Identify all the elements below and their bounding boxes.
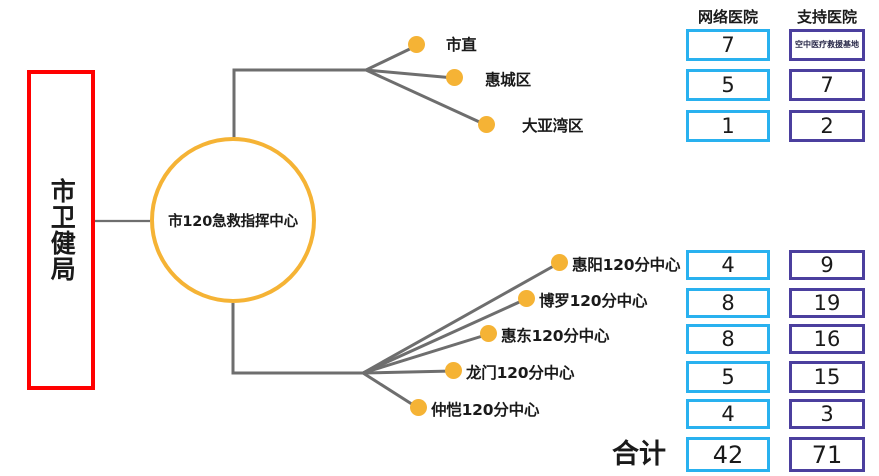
leaf-label-top-2: 大亚湾区 [522,117,584,135]
leaf-dot-bottom-4 [410,399,427,416]
network-cell-0: 7 [686,29,770,61]
support-cell-4: 19 [789,288,865,318]
support-cell-total: 71 [789,437,865,472]
leaf-dot-bottom-0 [551,254,568,271]
leaf-dot-top-0 [408,36,425,53]
leaf-label-bottom-1: 博罗120分中心 [539,292,648,310]
leaf-label-bottom-3: 龙门120分中心 [466,364,575,382]
network-cell-total: 42 [686,437,770,472]
leaf-label-bottom-2: 惠东120分中心 [501,327,610,345]
support-note-line-2: 救援基地 [827,40,859,49]
authority-box: 市卫健局 [27,70,95,390]
support-cell-1: 7 [789,69,865,101]
connector-bottom-branch-2 [362,332,490,375]
network-cell-7: 4 [686,399,770,429]
connector-bottom-branch-0 [362,261,560,375]
authority-label: 市卫健局 [47,178,77,282]
connector-top-branch-1 [365,68,455,80]
connector-bottom-trunk [231,303,363,375]
network-cell-1: 5 [686,69,770,101]
leaf-label-bottom-0: 惠阳120分中心 [572,256,681,274]
column-header-support: 支持医院 [796,8,857,26]
network-cell-3: 4 [686,250,770,280]
leaf-dot-top-1 [446,69,463,86]
leaf-label-top-1: 惠城区 [485,71,531,89]
support-cell-7: 3 [789,399,865,429]
support-note-line-1: 空中医疗 [795,40,827,49]
connector-bottom-branch-4 [362,371,419,410]
support-cell-2: 2 [789,110,865,142]
support-cell-6: 15 [789,361,865,393]
network-cell-5: 8 [686,324,770,354]
network-cell-4: 8 [686,288,770,318]
leaf-dot-bottom-3 [445,362,462,379]
connector-top-branch-2 [365,68,487,127]
leaf-dot-bottom-1 [518,290,535,307]
leaf-dot-bottom-2 [480,325,497,342]
connector-bottom-branch-1 [362,297,527,375]
connector-top-trunk [232,68,366,137]
support-cell-3: 9 [789,250,865,280]
total-row-label: 合计 [612,439,666,470]
leaf-dot-top-2 [478,116,495,133]
leaf-label-top-0: 市直 [446,36,477,54]
network-cell-6: 5 [686,361,770,393]
support-cell-0: 空中医疗 救援基地 [789,29,865,61]
center-node-circle: 市120急救指挥中心 [150,137,316,303]
connector-top-branch-0 [365,44,417,72]
column-header-network: 网络医院 [697,8,758,26]
network-cell-2: 1 [686,110,770,142]
center-node-label: 市120急救指挥中心 [168,213,298,230]
leaf-label-bottom-4: 仲恺120分中心 [431,401,540,419]
support-cell-5: 16 [789,324,865,354]
connector-bottom-branch-3 [362,369,454,375]
